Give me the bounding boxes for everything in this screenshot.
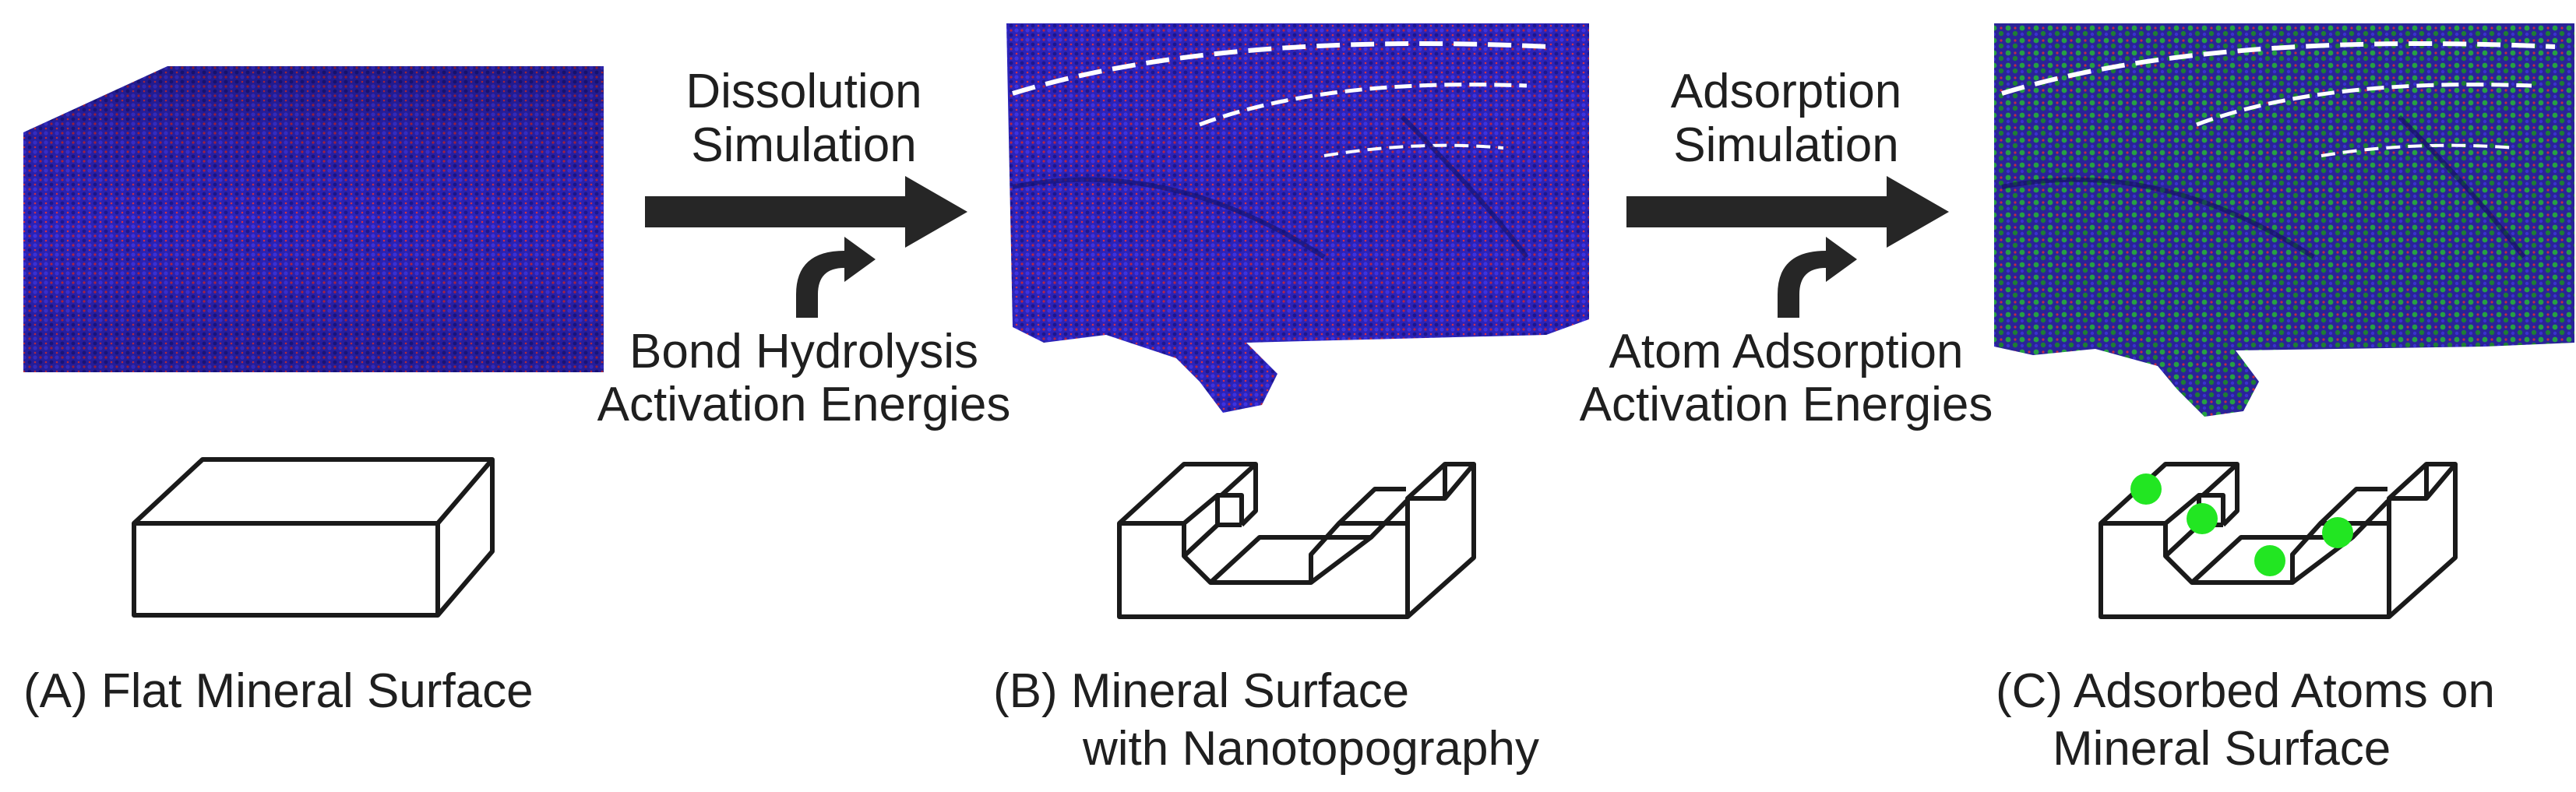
arrow1-bottom-line-2: Activation Energies (597, 378, 1011, 431)
arrow1-top-line-2: Simulation (691, 118, 916, 172)
arrow1-top-line-1: Dissolution (685, 65, 922, 118)
schematic-stepped-block-with-atoms (2099, 462, 2458, 619)
schematic-flat-block (132, 457, 495, 618)
adsorbed-atom-dot (2187, 503, 2218, 534)
curved-up-right-arrow-icon (1778, 237, 1857, 318)
adsorbed-atom-dot (2322, 517, 2353, 548)
caption-b-line-2: with Nanotopography (1082, 722, 1539, 776)
arrow2-top-line-1: Adsorption (1671, 65, 1901, 118)
dissolution-step: Dissolution Simulation Bond Hydrolysis A… (597, 65, 1011, 431)
caption-b-line-1: (B) Mineral Surface (993, 664, 1409, 718)
adsorbed-atom-dot (2130, 473, 2162, 505)
right-arrow-icon (1626, 176, 1949, 248)
caption-c-line-2: Mineral Surface (2053, 722, 2391, 776)
arrow2-bottom-line-1: Atom Adsorption (1609, 325, 1964, 378)
panel-a-atomistic-surface (23, 66, 604, 372)
adsorbed-atom-dot (2254, 545, 2285, 576)
arrow2-bottom-line-2: Activation Energies (1580, 378, 1993, 431)
caption-a-line-1: (A) Flat Mineral Surface (23, 664, 534, 718)
right-arrow-icon (645, 176, 967, 248)
arrow2-top-line-2: Simulation (1673, 118, 1898, 172)
arrow1-bottom-line-1: Bond Hydrolysis (629, 325, 978, 378)
panel-b-atomistic-surface (1006, 23, 1589, 413)
panel-c-atomistic-surface (1994, 23, 2574, 417)
adsorption-step: Adsorption Simulation Atom Adsorption Ac… (1580, 65, 1993, 431)
schematic-stepped-block (1117, 462, 1476, 619)
caption-c-line-1: (C) Adsorbed Atoms on (1996, 664, 2495, 718)
curved-up-right-arrow-icon (796, 237, 876, 318)
